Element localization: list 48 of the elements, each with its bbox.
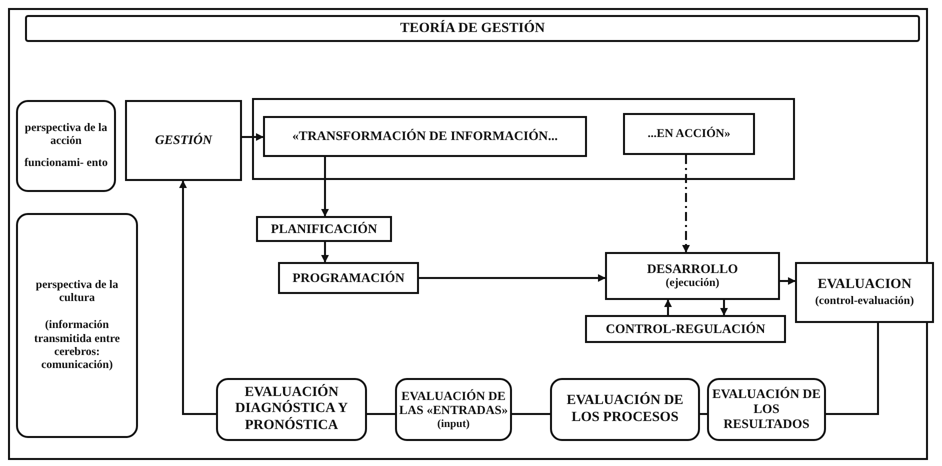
arrow (780, 277, 796, 285)
evaluation-box (707, 378, 826, 441)
perspective-box (16, 100, 116, 192)
evaluation-box (395, 378, 512, 441)
evaluation-box (216, 378, 367, 441)
process-box (125, 100, 242, 181)
node-text: (ejecución) (666, 276, 720, 290)
arrow (242, 133, 264, 141)
connector-line (367, 413, 395, 415)
connector-line (512, 413, 550, 415)
arrow (664, 299, 672, 315)
arrow (682, 155, 690, 253)
node-text: ...EN ACCIÓN» (648, 127, 730, 141)
node-text: perspectiva de la acción (24, 122, 108, 149)
arrow (179, 180, 216, 415)
node-text: EVALUACIÓN DE LOS PROCESOS (566, 393, 684, 426)
process-box (585, 315, 786, 343)
arrow (321, 157, 329, 217)
process-box (605, 252, 780, 300)
process-box (263, 116, 587, 157)
node-text: «TRANSFORMACIÓN DE INFORMACIÓN... (292, 129, 558, 144)
node-text: PROGRAMACIÓN (292, 270, 404, 286)
connector-line (700, 413, 707, 415)
node-text: EVALUACIÓN DE LAS «ENTRADAS» (399, 388, 508, 418)
node-text: GESTIÓN (154, 133, 212, 148)
arrow (419, 274, 606, 282)
node-text: CONTROL-REGULACIÓN (606, 322, 766, 336)
group-box (252, 98, 795, 180)
process-box (623, 113, 755, 155)
node-text: EVALUACION (818, 276, 912, 293)
title-banner: TEORÍA DE GESTIÓN (25, 15, 920, 42)
arrow (321, 242, 329, 263)
node-text: EVALUACIÓN DIAGNÓSTICA Y PRONÓSTICA (234, 385, 349, 434)
node-text: (input) (437, 418, 470, 430)
node-text: funcionami- ento (24, 156, 108, 170)
node-text: (información transmitida entre cerebros: comunicación) (33, 319, 121, 372)
process-box (256, 216, 392, 242)
node-text: PLANIFICACIÓN (270, 222, 378, 236)
node-text: (control-evaluación) (815, 294, 914, 308)
node-text: perspectiva de la cultura (34, 278, 120, 306)
perspective-box (16, 213, 138, 438)
evaluation-box (550, 378, 700, 441)
process-box (795, 262, 934, 323)
process-box (278, 262, 419, 294)
node-text: EVALUACIÓN DE LOS RESULTADOS (711, 387, 822, 432)
arrow (720, 300, 728, 316)
node-text: DESARROLLO (646, 262, 738, 277)
connector-line (826, 323, 879, 415)
